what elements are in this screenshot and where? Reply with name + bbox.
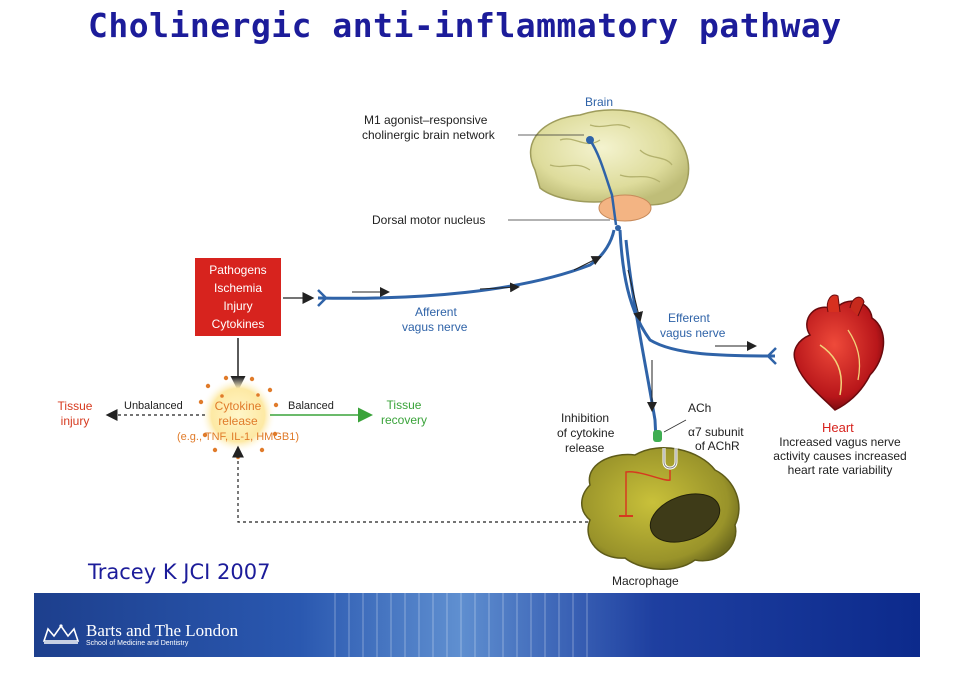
efferent-nerve-heart-ending (766, 347, 777, 365)
ach-leader-line (663, 419, 687, 433)
page-title: Cholinergic anti-inflammatory pathway (88, 6, 842, 45)
inhibition-label-line1: Inhibition (561, 411, 609, 425)
stimuli-item-cytokines: Cytokines (212, 317, 265, 331)
institution-school: School of Medicine and Dentistry (86, 640, 189, 647)
stimuli-item-injury: Injury (223, 299, 252, 313)
m1-label-line1: M1 agonist–responsive (364, 113, 488, 127)
heart-desc-line2: activity causes increased (773, 449, 906, 463)
crown-icon (42, 624, 80, 644)
tissue-injury-line2: injury (61, 414, 90, 428)
a7-label-line2: of AChR (695, 439, 740, 453)
afferent-nerve (317, 229, 616, 300)
unbalanced-label: Unbalanced (124, 400, 183, 412)
receptor-outline (663, 448, 677, 469)
heart-illustration (793, 294, 885, 411)
macrophage-nucleus (649, 493, 721, 543)
inhibition-label-line3: release (565, 441, 605, 455)
footer-banner (34, 593, 920, 657)
dorsal-motor-label: Dorsal motor nucleus (372, 213, 485, 227)
tissue-injury-line1: Tissue (58, 399, 93, 413)
inhibition-label-line2: of cytokine (557, 426, 615, 440)
footer-building-image (334, 593, 594, 657)
tissue-recovery-line2: recovery (381, 413, 427, 427)
afferent-label-line1: Afferent (415, 305, 457, 319)
heart-desc-line3: heart rate variability (788, 463, 893, 477)
brain-label: Brain (585, 95, 613, 109)
stimuli-box (195, 258, 281, 336)
a7-label-line1: α7 subunit (688, 425, 744, 439)
stimuli-item-pathogens: Pathogens (209, 263, 266, 277)
inhibition-signal-path (625, 470, 671, 515)
balanced-label: Balanced (288, 400, 334, 412)
afferent-label-line2: vagus nerve (402, 320, 468, 334)
cytokine-label-line1: Cytokine (215, 399, 262, 413)
afferent-arrow-3 (573, 256, 602, 271)
efferent-label-line1: Efferent (668, 311, 710, 325)
tissue-recovery-line1: Tissue (387, 398, 422, 412)
afferent-arrow-2 (479, 282, 520, 293)
cytokine-label-line2: release (218, 414, 258, 428)
efferent-label-line2: vagus nerve (660, 326, 726, 340)
inhibition-feedback-arrow (232, 445, 600, 523)
macrophage-label: Macrophage (612, 574, 679, 588)
heart-desc-line1: Increased vagus nerve (779, 435, 901, 449)
stimuli-item-ischemia: Ischemia (214, 281, 262, 295)
efferent-arrow-mid (627, 269, 643, 322)
m1-label-line2: cholinergic brain network (362, 128, 496, 142)
ach-molecule (653, 430, 662, 442)
institution-name: Barts and The London (86, 621, 239, 640)
efferent-nerve-heart (618, 229, 776, 358)
citation: Tracey K JCI 2007 (88, 560, 271, 584)
brain-illustration (529, 109, 690, 222)
heart-label: Heart (822, 420, 854, 435)
afferent-nerve-ending (317, 289, 328, 307)
ach-label: ACh (688, 401, 711, 415)
brain-neuron (586, 136, 621, 231)
cytokine-examples: (e.g., TNF, IL-1, HMGB1) (177, 431, 299, 443)
cytokine-dots (198, 375, 279, 460)
